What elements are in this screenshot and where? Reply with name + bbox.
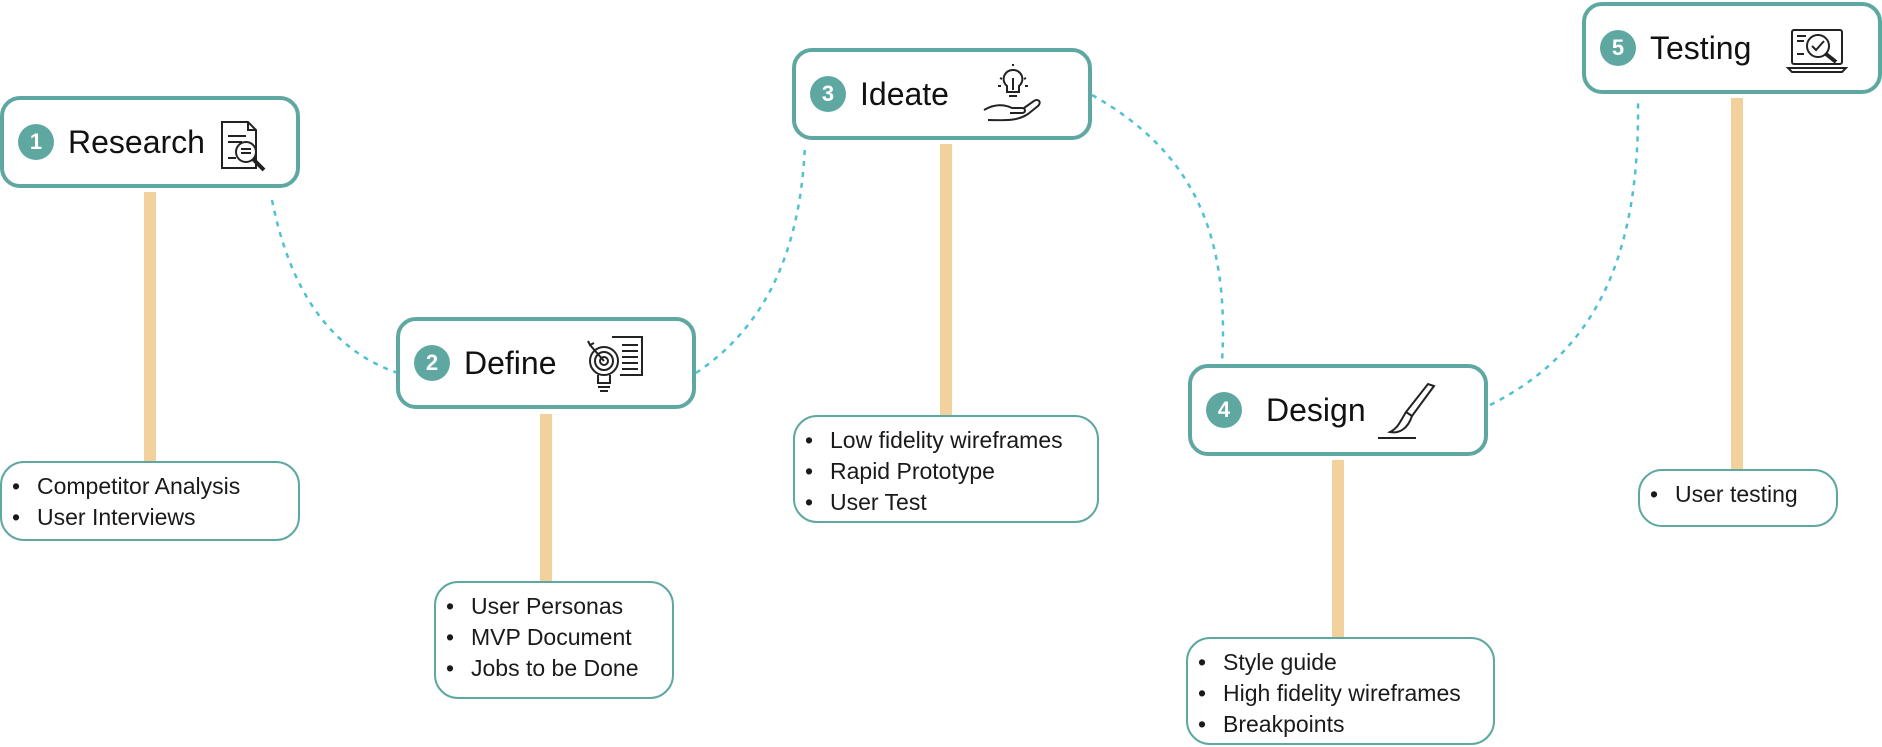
list-item: •User testing: [1650, 481, 1798, 507]
stage-title: Ideate: [860, 75, 949, 112]
list-define: •User Personas •MVP Document •Jobs to be…: [434, 581, 674, 699]
stage-title: Design: [1266, 391, 1366, 428]
stage-number: 1: [18, 124, 54, 160]
list-item: •User Personas: [446, 593, 624, 619]
stage-design: 4 Design: [1188, 364, 1488, 456]
list-research: •Competitor Analysis •User Interviews: [0, 461, 300, 541]
stage-ideate: 3 Ideate: [792, 48, 1092, 140]
list-item: •Jobs to be Done: [446, 655, 639, 681]
list-testing: •User testing: [1638, 469, 1838, 527]
stem-design: [1332, 460, 1344, 638]
stem-ideate: [940, 144, 952, 416]
stage-number: 2: [414, 345, 450, 381]
stage-title: Testing: [1650, 29, 1752, 66]
list-item: •High fidelity wireframes: [1198, 680, 1461, 706]
stage-testing: 5 Testing: [1582, 2, 1882, 94]
stage-number: 3: [810, 76, 846, 112]
target-lightbulb-icon: [587, 336, 643, 392]
stage-title: Define: [464, 344, 557, 381]
connector-4-5: [1489, 99, 1640, 407]
stage-title: Research: [68, 123, 205, 160]
list-item: •Breakpoints: [1198, 711, 1345, 737]
connector-2-3: [695, 144, 807, 375]
stage-define: 2 Define: [396, 317, 696, 409]
document-search-icon: [221, 121, 266, 172]
stem-testing: [1731, 98, 1743, 470]
list-ideate: •Low fidelity wireframes •Rapid Prototyp…: [793, 415, 1099, 523]
hand-lightbulb-icon: [983, 64, 1041, 122]
stem-research: [144, 192, 156, 462]
stage-research: 1 Research: [0, 96, 300, 188]
list-design: •Style guide •High fidelity wireframes •…: [1186, 637, 1495, 745]
list-item: •Style guide: [1198, 649, 1337, 675]
stage-number: 4: [1206, 392, 1242, 428]
list-item: •MVP Document: [446, 624, 632, 650]
list-item: •Rapid Prototype: [805, 458, 995, 484]
paintbrush-icon: [1378, 382, 1436, 439]
list-item: •User Test: [805, 489, 927, 515]
list-item: •Low fidelity wireframes: [805, 427, 1063, 453]
connector-3-4: [1091, 93, 1225, 363]
list-item: •User Interviews: [12, 504, 196, 530]
stem-define: [540, 414, 552, 582]
stage-number: 5: [1600, 30, 1636, 66]
list-item: •Competitor Analysis: [12, 473, 241, 499]
laptop-search-icon: [1786, 29, 1848, 73]
connector-1-2: [270, 199, 399, 375]
